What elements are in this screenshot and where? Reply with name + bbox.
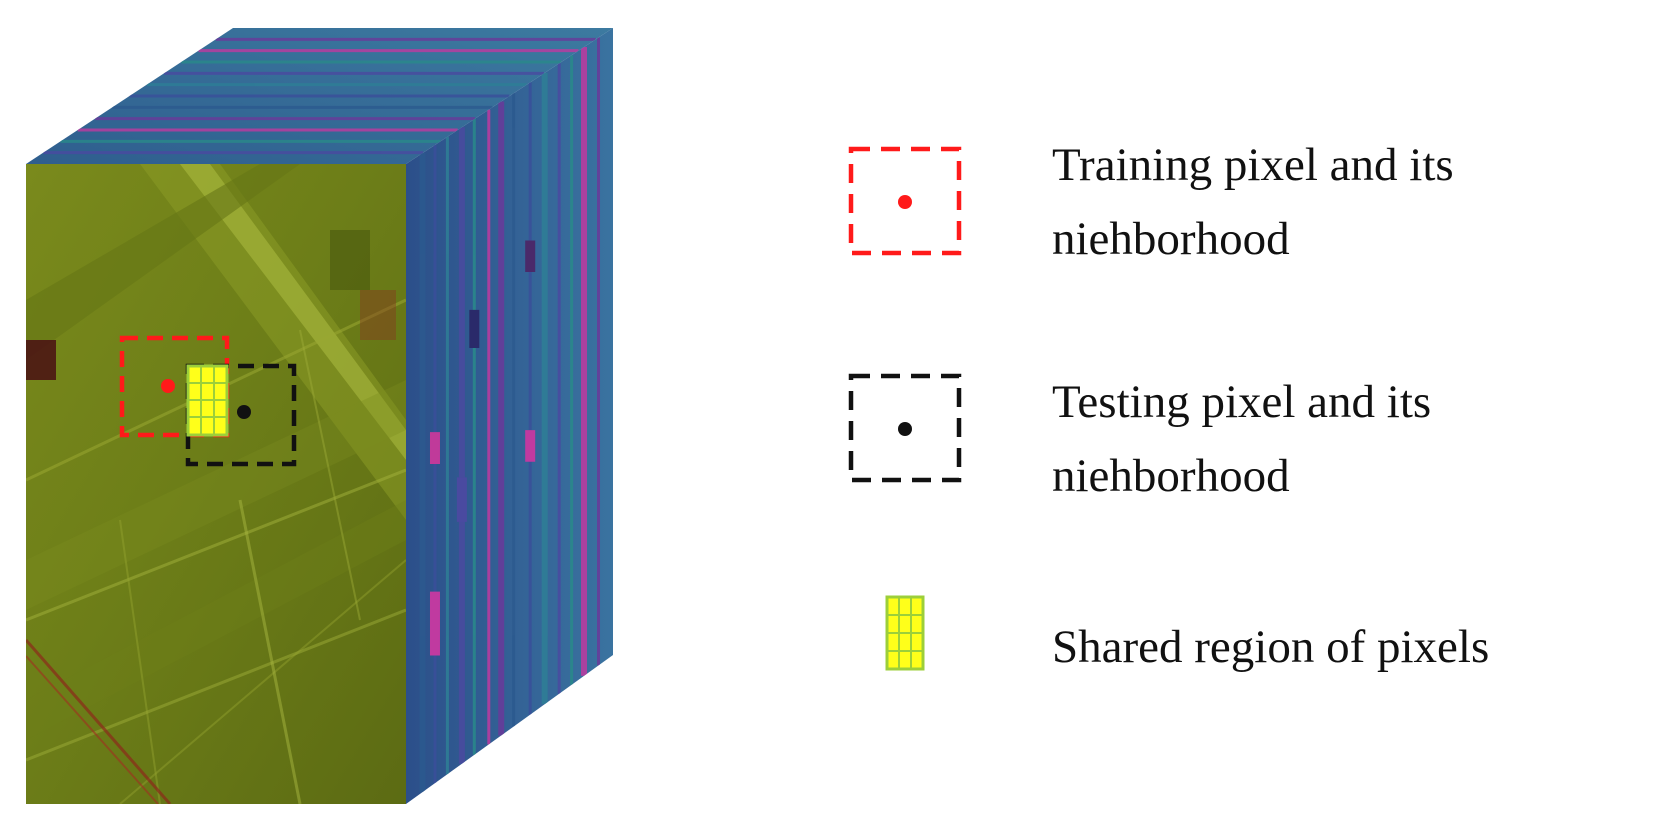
legend-testing-line2: niehborhood <box>1052 450 1290 502</box>
legend-testing-icon <box>848 373 962 483</box>
cube-side-face <box>406 28 613 804</box>
cube-front-face <box>26 164 406 804</box>
legend-training-line2: niehborhood <box>1052 213 1290 265</box>
legend-training-label: Training pixel and its niehborhood <box>1052 128 1454 276</box>
legend-training-icon <box>848 146 962 256</box>
training-pixel <box>161 379 175 393</box>
legend-shared-label: Shared region of pixels <box>1052 610 1489 684</box>
legend-training-line1: Training pixel and its <box>1052 139 1454 191</box>
legend-shared-line: Shared region of pixels <box>1052 621 1490 673</box>
testing-pixel <box>237 405 251 419</box>
legend-shared-icon <box>885 595 925 671</box>
cube-top-face <box>26 28 613 164</box>
hyperspectral-cube <box>26 28 613 804</box>
shared-region-block <box>186 364 229 437</box>
legend-testing-label: Testing pixel and its niehborhood <box>1052 365 1431 513</box>
legend-testing-line1: Testing pixel and its <box>1052 376 1432 428</box>
